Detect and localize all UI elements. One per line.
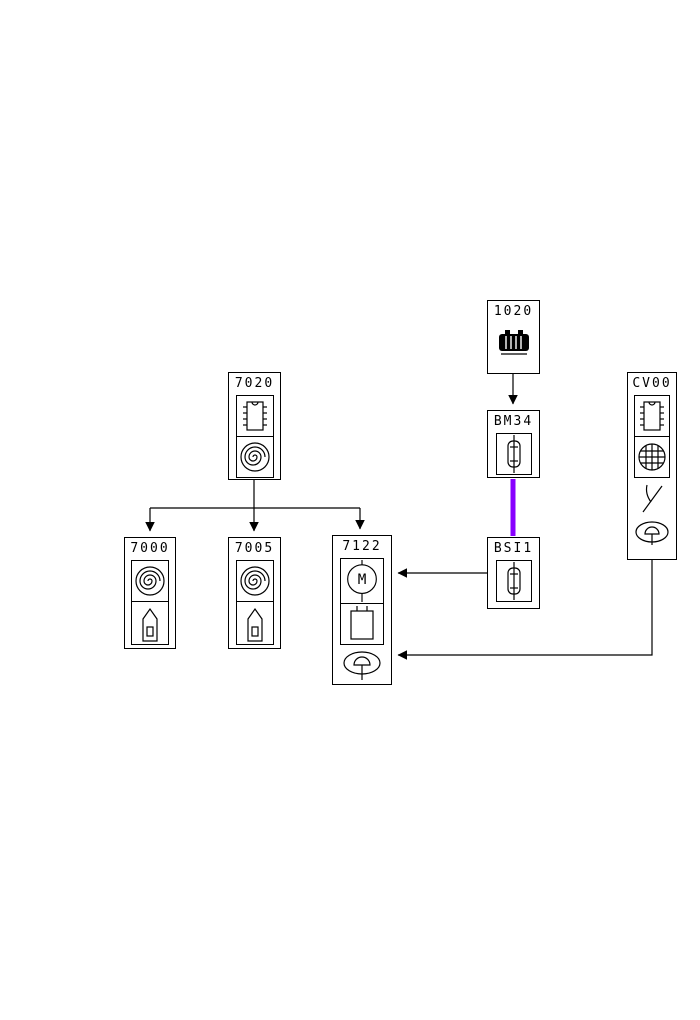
horn-icon [340,649,384,683]
connector-cell [235,601,274,645]
motor-letter: M [358,572,367,588]
component-7005-label: 7005 [234,541,275,556]
chip-cell [235,395,274,437]
junction-icon [635,481,669,515]
fuse-cell [495,560,532,602]
component-7000[interactable]: 7000 [124,537,176,649]
fan-cell [634,436,670,478]
coil-icon [135,566,165,596]
component-7000-label: 7000 [130,541,170,556]
component-1020-label: 1020 [493,304,534,319]
fuse-cell [495,433,532,475]
component-7005[interactable]: 7005 [228,537,281,649]
component-cv00[interactable]: CV00 [627,372,677,560]
chip-icon [640,401,664,431]
wire-cv00-7122 [397,560,653,660]
coil-icon [239,566,270,596]
component-bsi1[interactable]: BSI1 [487,537,540,609]
coil-cell [235,560,274,602]
chip-icon [242,401,267,431]
alternator-icon [495,327,533,359]
connector-icon [142,607,158,642]
coil-cell [235,436,274,478]
component-bsi1-label: BSI1 [493,541,534,556]
connector-cell [131,601,169,645]
component-1020[interactable]: 1020 [487,300,540,374]
fan-icon [638,443,666,471]
component-bm34-label: BM34 [493,414,534,429]
component-7020[interactable]: 7020 [228,372,281,480]
fuse-icon [506,435,521,473]
component-cv00-label: CV00 [632,376,672,391]
fuse-icon [506,562,521,600]
coil-icon [239,442,270,472]
component-7020-label: 7020 [234,376,275,391]
relay-cell [340,603,384,645]
coil-cell [131,560,169,602]
horn-icon [632,518,672,550]
relay-icon [350,606,374,640]
component-7122[interactable]: 7122 M [332,535,392,685]
component-bm34[interactable]: BM34 [487,410,540,478]
component-7122-label: 7122 [342,539,382,554]
chip-cell [634,395,670,437]
connector-icon [246,607,263,642]
motor-cell: M [340,558,384,604]
motor-icon: M [347,560,377,602]
